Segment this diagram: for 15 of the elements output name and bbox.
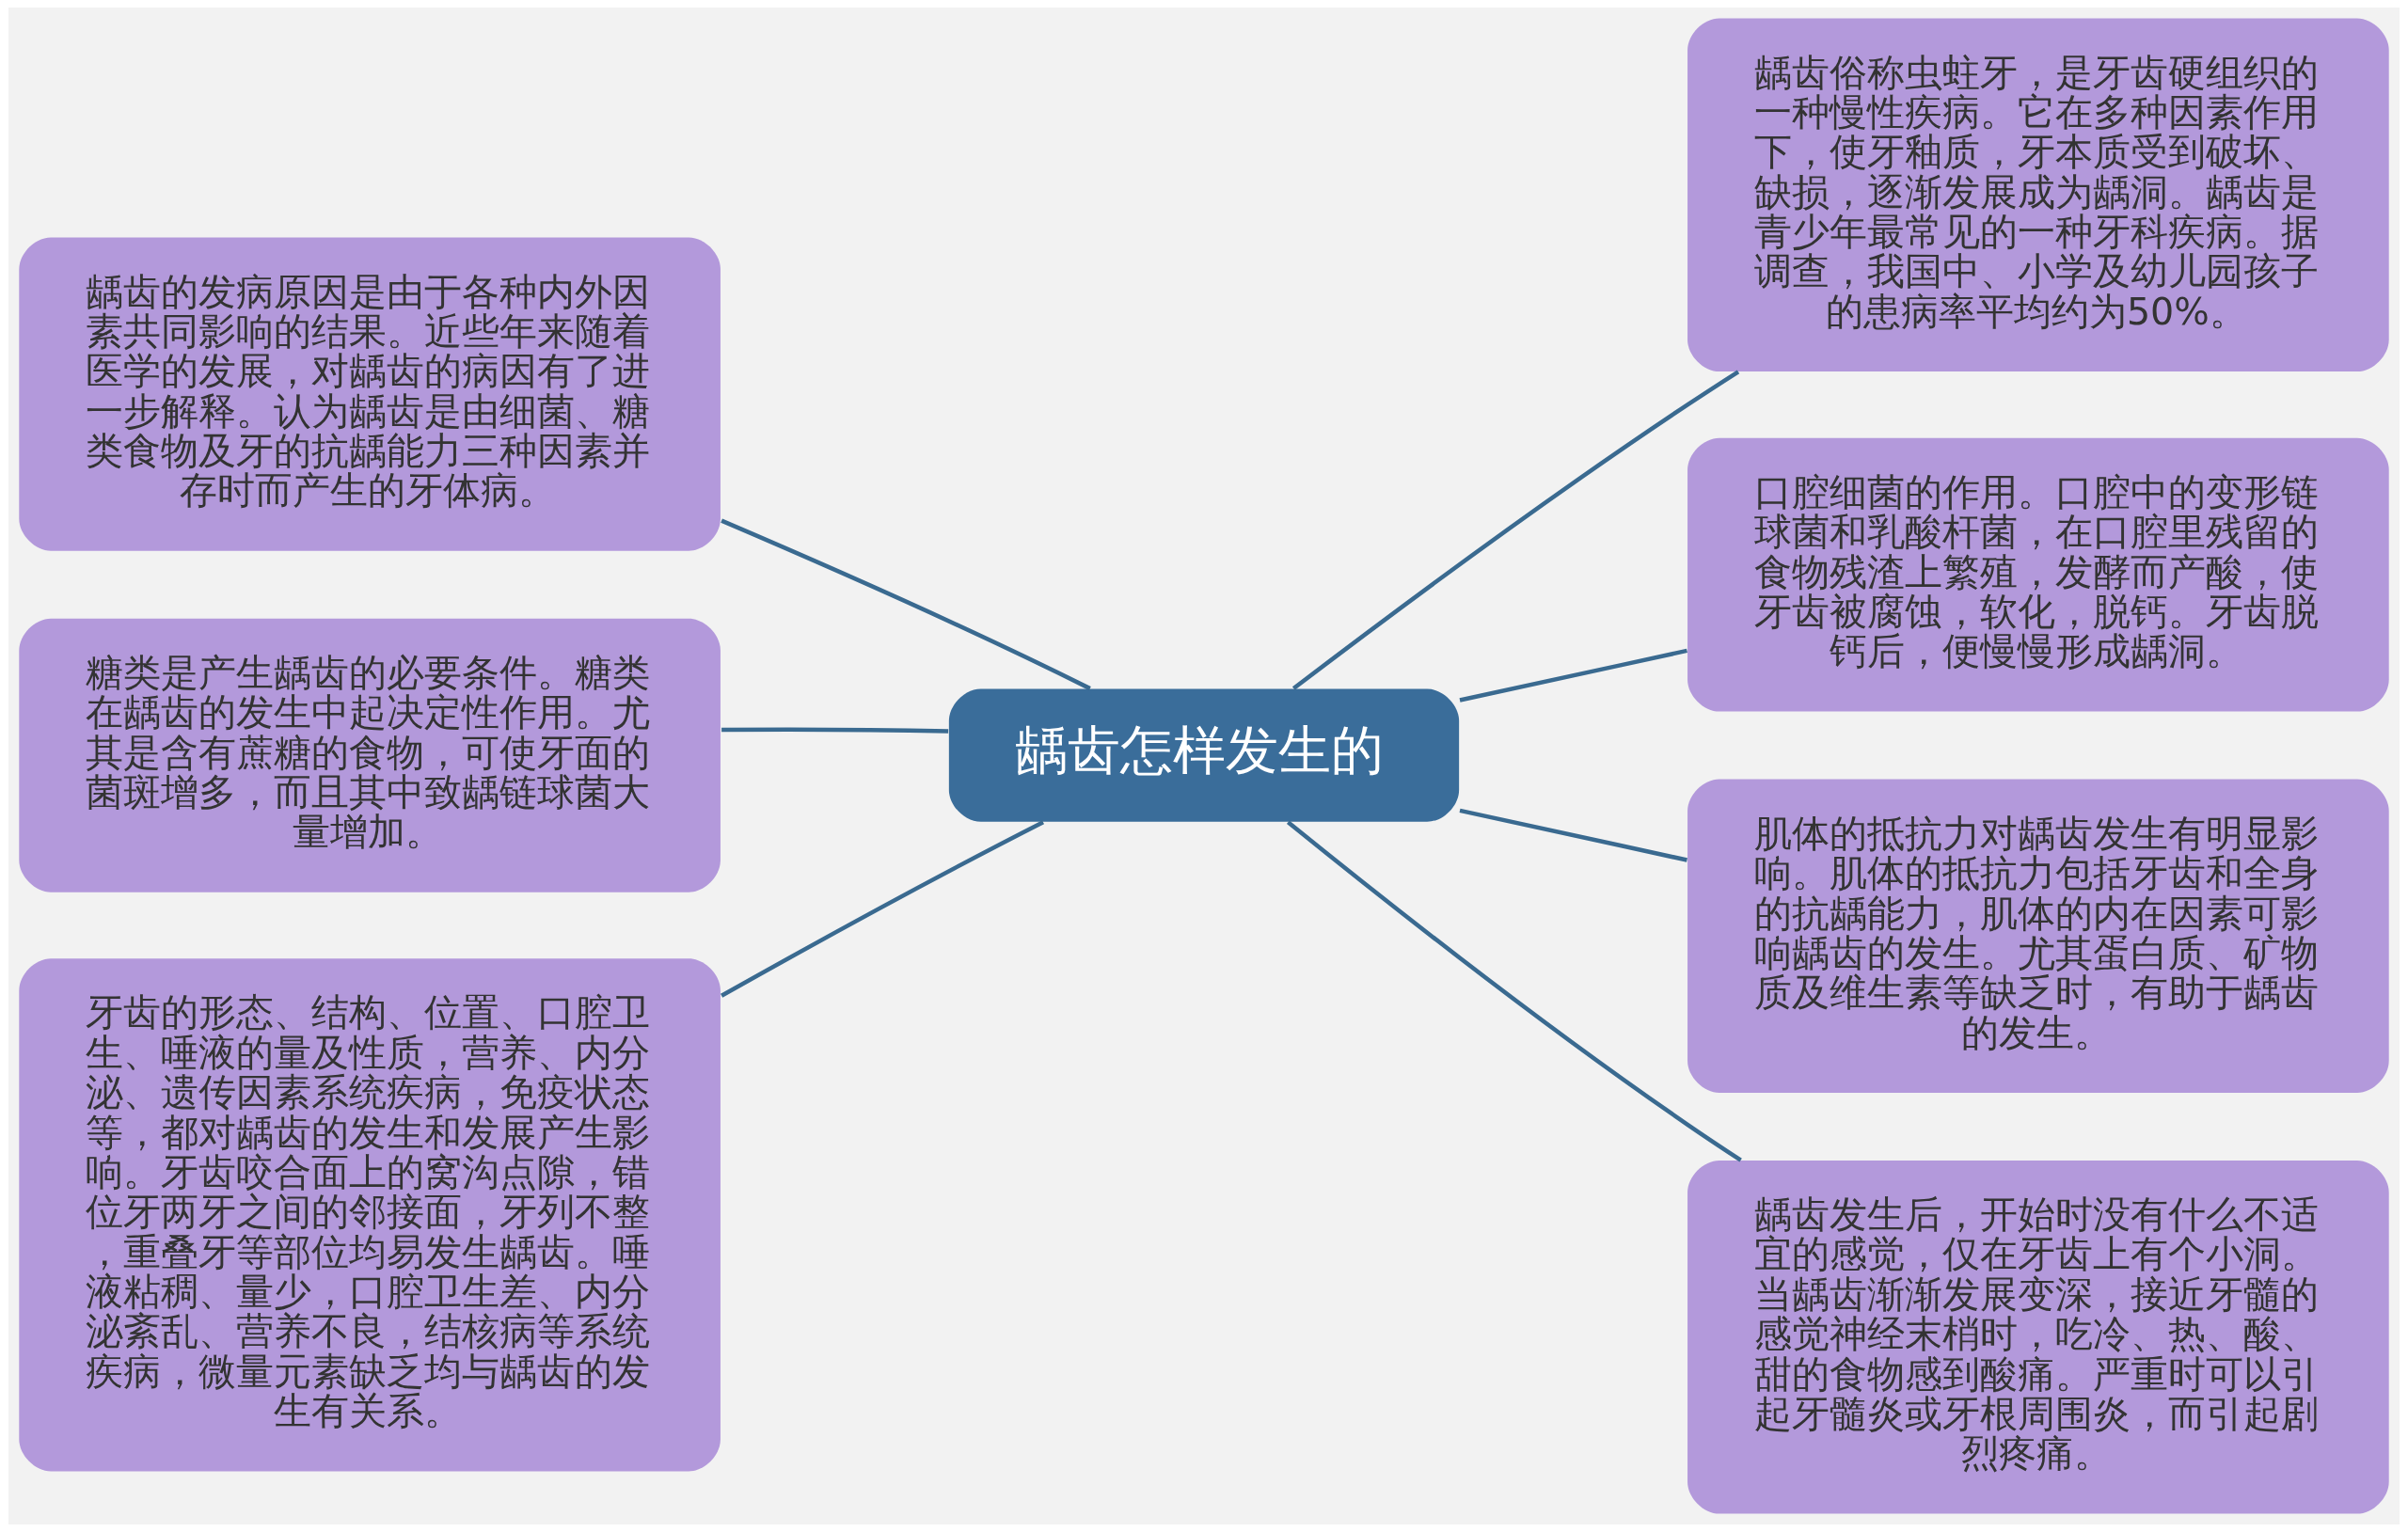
node-box: 糖类是产生龋齿的必要条件。糖类在龋齿的发生中起决定性作用。尤其是含有蔗糖的食物，可使牙面的菌斑增多，而且其中致龋链球菌大量增加。 [19, 618, 721, 892]
node-box: 龋齿怎样发生的 [948, 688, 1460, 822]
connector [721, 727, 949, 734]
connector [721, 518, 1091, 691]
connector [721, 820, 1045, 998]
node-box: 龋齿俗称虫蛀牙，是牙齿硬组织的一种慢性疾病。它在多种因素作用下，使牙釉质，牙本质受到破坏、缺损，逐渐发展成为龋洞。龋齿是青少年最常见的一种牙科疾病。据调查，我国中、小学及幼儿园孩子的患病率平均约为50%。 [1687, 18, 2389, 372]
connector [1459, 808, 1687, 862]
node-box: 龋齿的发病原因是由于各种内外因素共同影响的结果。近些年来随着医学的发展，对龋齿的病因有了进一步解释。认为龋齿是由细菌、糖类食物及牙的抗龋能力三种因素并存时而产生的牙体病。 [19, 237, 721, 551]
connector [1286, 820, 1742, 1162]
connector [1291, 370, 1740, 690]
node-box: 肌体的抵抗力对龋齿发生有明显影响。肌体的抵抗力包括牙齿和全身的抗龋能力，肌体的内在因素可影响龋齿的发生。尤其蛋白质、矿物质及维生素等缺乏时，有助于龋齿的发生。 [1687, 779, 2389, 1093]
node-box: 口腔细菌的作用。口腔中的变形链球菌和乳酸杆菌，在口腔里残留的食物残渣上繁殖，发酵而产酸，使牙齿被腐蚀，软化，脱钙。牙齿脱钙后，便慢慢形成龋洞。 [1687, 437, 2389, 712]
node-box: 龋齿发生后，开始时没有什么不适宜的感觉，仅在牙齿上有个小洞。当龋齿渐渐发展变深，接近牙髓的感觉神经末梢时，吃冷、热、酸、甜的食物感到酸痛。严重时可以引起牙髓炎或牙根周围炎，而引起剧烈疼痛。 [1687, 1160, 2389, 1514]
node-box: 牙齿的形态、结构、位置、口腔卫生、唾液的量及性质，营养、内分泌、遗传因素系统疾病，免疫状态等，都对龋齿的发生和发展产生影响。牙齿咬合面上的窝沟点隙，错位牙两牙之间的邻接面，牙列不整，重叠牙等部位均易发生龋齿。唾液粘稠、量少，口腔卫生差、内分泌紊乱、营养不良，结核病等系统疾病，微量元素缺乏均与龋齿的发生有关系。 [19, 958, 721, 1472]
connector [1459, 648, 1687, 703]
